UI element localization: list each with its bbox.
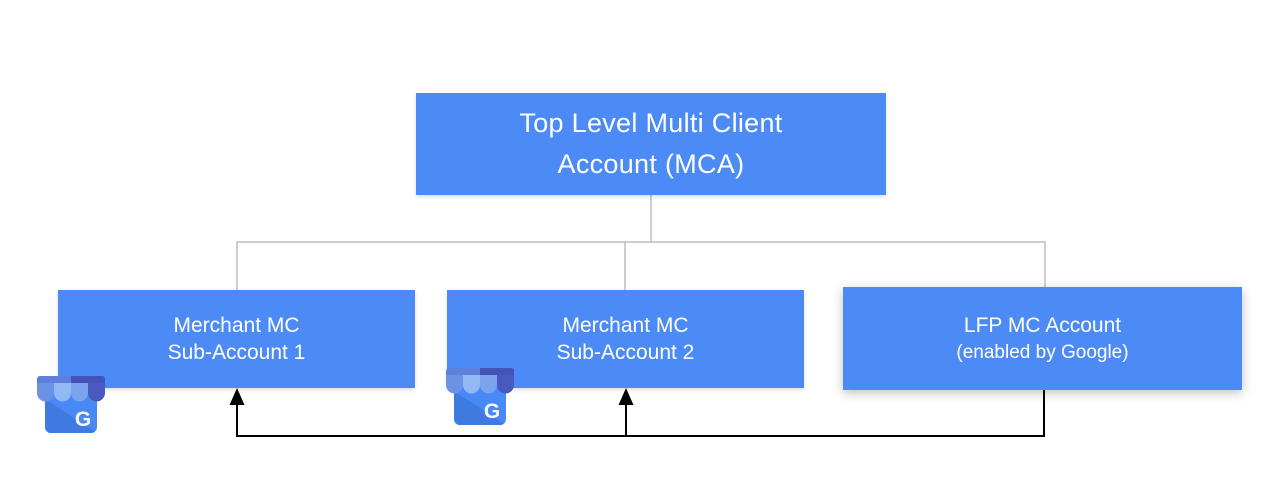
merchant-sub-account-2-label-line1: Merchant MC <box>562 314 689 337</box>
merchant-sub-account-1-label-line1: Merchant MC <box>173 314 300 337</box>
awning-scallop-3 <box>71 383 88 402</box>
google-business-icon: G <box>446 368 514 425</box>
merchant-sub-account-1-box: Merchant MC Sub-Account 1 <box>58 290 415 388</box>
awning-scallop-2 <box>463 375 480 394</box>
mca-root-box: Top Level Multi Client Account (MCA) <box>416 93 886 195</box>
awning-scallop-1 <box>446 375 463 394</box>
arrowhead-to-sub-account-2 <box>618 388 634 405</box>
storefront-fold <box>454 391 506 425</box>
lfp-mc-account-box: LFP MC Account (enabled by Google) <box>843 287 1242 390</box>
flow-line <box>236 390 1045 437</box>
tree-connector-line <box>236 195 1046 290</box>
arrowhead-to-sub-account-1 <box>229 388 245 405</box>
awning-scallop-4 <box>497 375 514 394</box>
lfp-account-label-line1: LFP MC Account <box>963 313 1122 337</box>
storefront-fold <box>45 399 97 433</box>
awning-scallop-1 <box>37 383 54 402</box>
awning-scallop-4 <box>88 383 105 402</box>
mca-root-label-line2: Account (MCA) <box>557 149 745 179</box>
google-g-letter: G <box>484 400 500 423</box>
lfp-account-label-line2: (enabled by Google) <box>956 341 1129 363</box>
mca-root-label-line1: Top Level Multi Client <box>519 108 783 138</box>
google-g-letter: G <box>75 408 91 431</box>
google-business-icon: G <box>37 376 105 433</box>
merchant-sub-account-1-label-line2: Sub-Account 1 <box>167 341 306 364</box>
awning-scallop-2 <box>54 383 71 402</box>
merchant-sub-account-2-label-line2: Sub-Account 2 <box>556 341 695 364</box>
awning-scallop-3 <box>480 375 497 394</box>
